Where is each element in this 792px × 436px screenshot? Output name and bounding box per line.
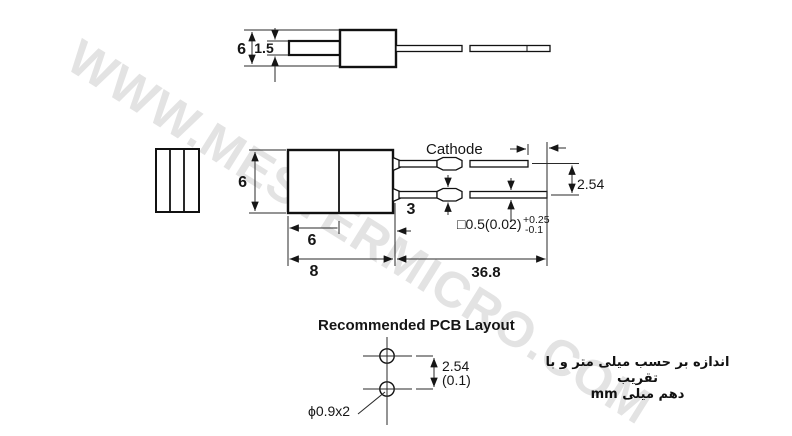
anode-lead bbox=[392, 187, 548, 203]
body-outline-side bbox=[286, 148, 395, 215]
body-outline-top bbox=[338, 28, 398, 69]
hole-pitch-inch-label: (0.1) bbox=[442, 372, 471, 388]
lead-segment bbox=[395, 44, 463, 53]
lead-segment bbox=[469, 44, 551, 53]
hole-size-label: ϕ0.9x2 bbox=[308, 403, 350, 419]
dim-body-height-label: 6 bbox=[238, 174, 247, 191]
lead-crimp bbox=[436, 156, 463, 171]
units-note-line1: اندازه بر حسب میلی متر و با تقریب bbox=[545, 355, 730, 386]
lead-crimp bbox=[436, 187, 463, 202]
dim-tab-thickness-label: 1.5 bbox=[254, 40, 274, 56]
lead-segment bbox=[398, 190, 438, 199]
tab-outline bbox=[287, 39, 342, 57]
leader-line bbox=[357, 391, 386, 415]
pcb-layout-title: Recommended PCB Layout bbox=[318, 317, 515, 334]
pcb-layout: Recommended PCB Layout 2.54 (0.1) ϕ0.9x2 bbox=[308, 317, 515, 425]
front-outline bbox=[155, 148, 200, 213]
cathode-label: Cathode bbox=[426, 141, 483, 158]
dim-pitch-label: 2.54 bbox=[577, 176, 604, 192]
lead-segment bbox=[469, 159, 529, 168]
lead-segment bbox=[469, 190, 548, 199]
side-view: Cathode 6 3 2.54 □0.5(0.02) +0.25 -0.1 6… bbox=[238, 141, 604, 281]
lead-segment bbox=[398, 159, 438, 168]
tolerance-minus-label: -0.1 bbox=[525, 224, 543, 236]
front-view bbox=[155, 148, 200, 213]
dim-lead-length-label: 36.8 bbox=[471, 264, 500, 281]
dim-body-height-label: 6 bbox=[237, 41, 246, 58]
units-note: اندازه بر حسب میلی متر و با تقریب دهم می… bbox=[535, 355, 740, 403]
dim-body-width-label: 8 bbox=[310, 263, 319, 280]
lead-cross-section-label: □0.5(0.02) bbox=[457, 216, 522, 232]
tolerance-plus-label: +0.25 bbox=[523, 214, 550, 226]
cathode-lead bbox=[392, 156, 529, 172]
top-view: 6 1.5 bbox=[237, 28, 551, 82]
units-note-line2: دهم میلی mm bbox=[590, 387, 685, 402]
dim-cap-width-label: 6 bbox=[308, 232, 317, 249]
dim-stub-label: 3 bbox=[407, 201, 416, 218]
hole-pitch-mm-label: 2.54 bbox=[442, 358, 469, 374]
